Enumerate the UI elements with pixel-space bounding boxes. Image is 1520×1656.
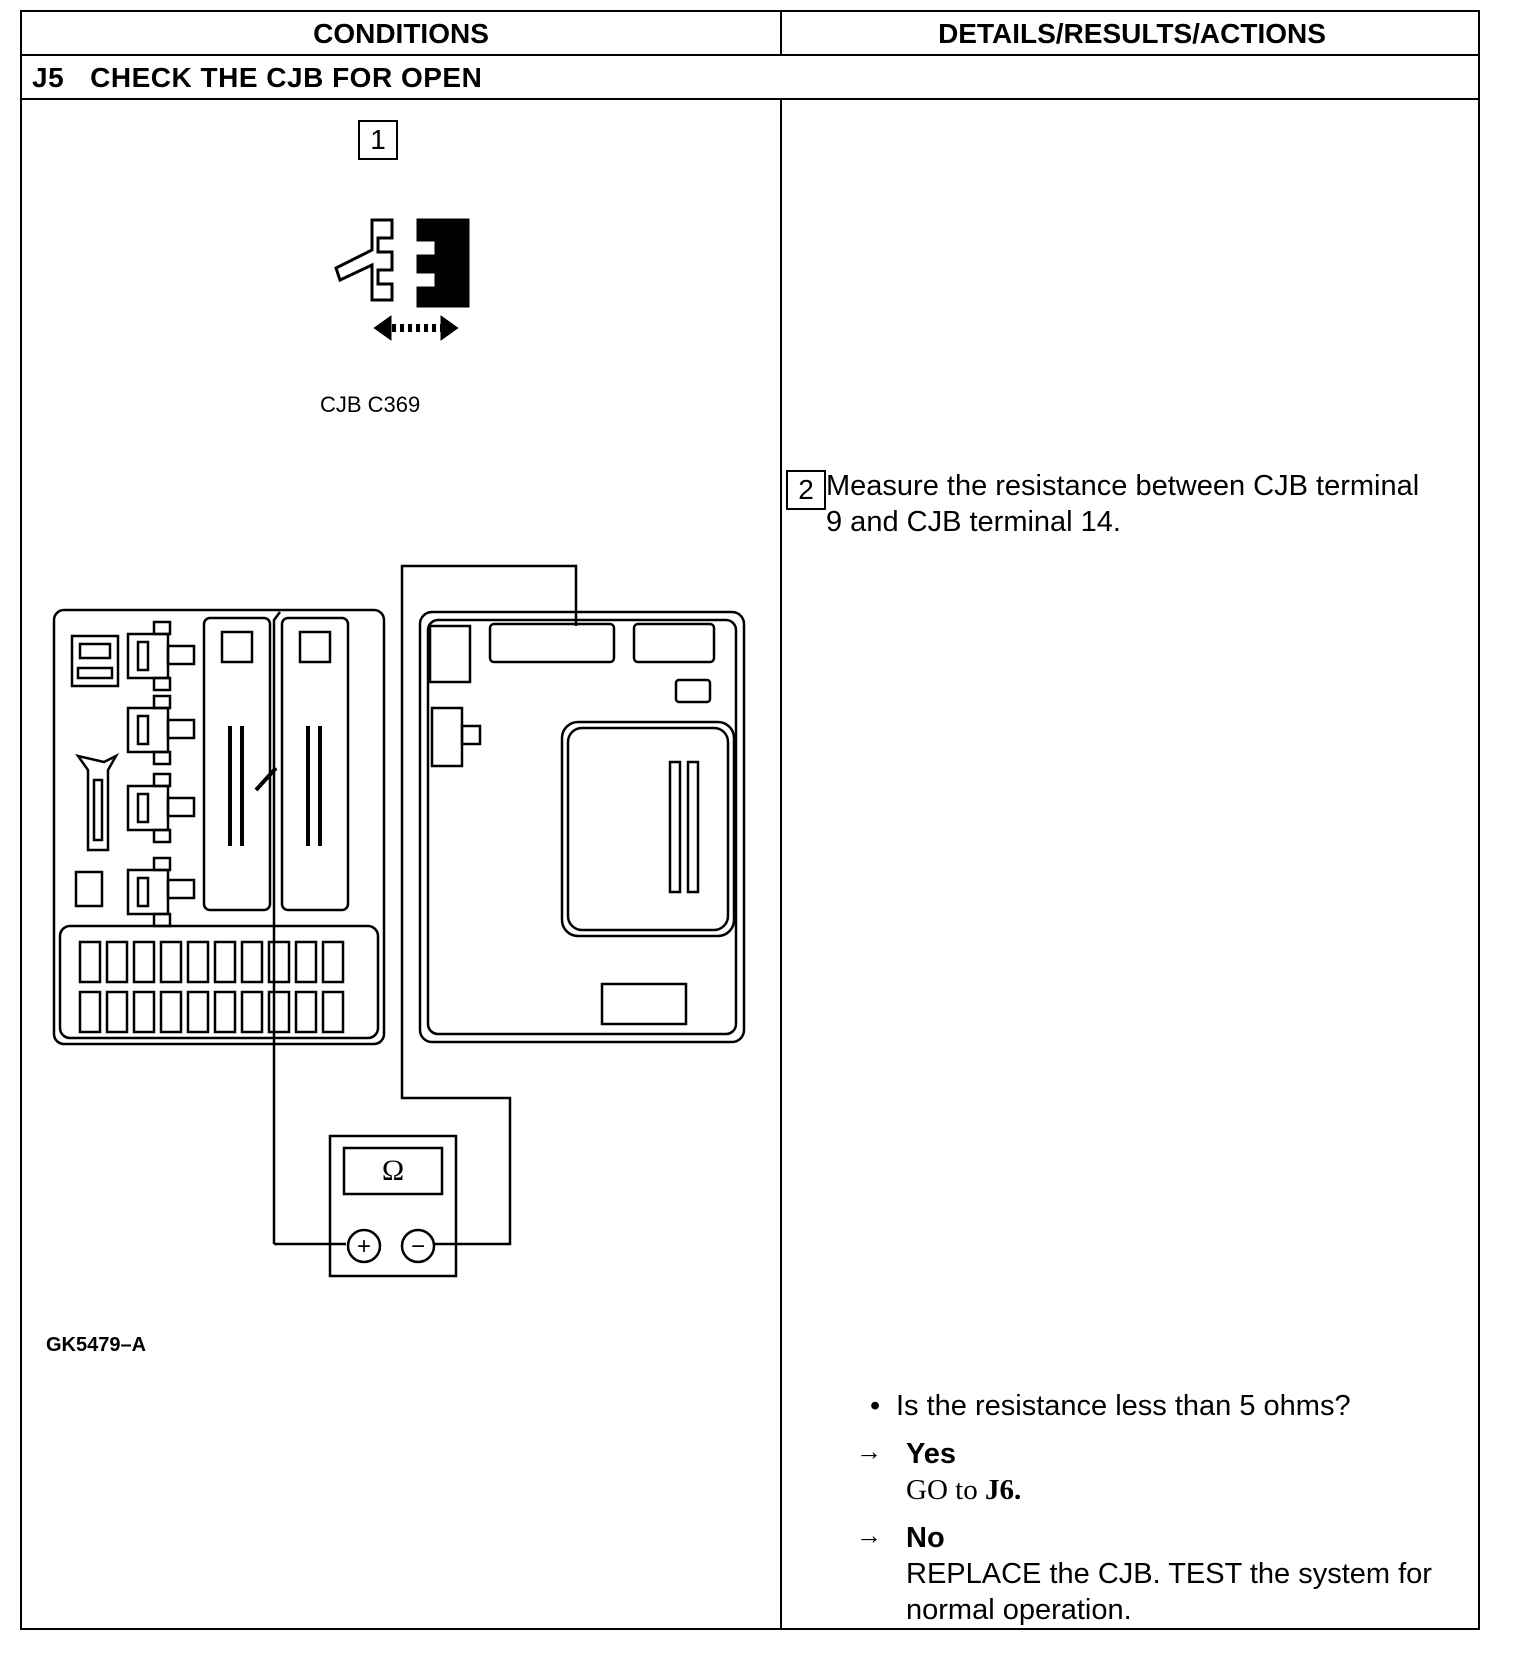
connector-disconnect-icon: [334, 218, 470, 341]
step-2-box: 2: [786, 470, 826, 510]
answer-no-label: No: [906, 1522, 945, 1554]
connector-label: CJB C369: [320, 392, 421, 417]
step-2-text: Measure the resistance between CJB termi…: [826, 470, 1420, 538]
section-code: J5: [32, 62, 65, 93]
section-title: J5 CHECK THE CJB FOR OPEN: [32, 62, 482, 94]
right-arrow-icon: →: [856, 1436, 882, 1466]
question-block: • Is the resistance less than 5 ohms? → …: [856, 1388, 1456, 1628]
procedure-table: CONDITIONS DETAILS/RESULTS/ACTIONS J5 CHE…: [20, 10, 1480, 1630]
question: • Is the resistance less than 5 ohms?: [856, 1388, 1456, 1424]
answer-yes-action: GO to J6.: [906, 1472, 1456, 1508]
figure-id: GK5479–A: [46, 1334, 147, 1356]
cjb-fuse-panel: [52, 608, 386, 1046]
conditions-header: CONDITIONS: [313, 18, 489, 49]
ohmmeter: [254, 564, 578, 1278]
header-column-divider: [780, 12, 782, 54]
answer-yes-label: Yes: [906, 1438, 956, 1470]
answer-yes: → Yes GO to J6.: [856, 1436, 1456, 1508]
details-header: DETAILS/RESULTS/ACTIONS: [938, 18, 1326, 49]
plus-icon: +: [357, 1233, 371, 1260]
answer-no-action: REPLACE the CJB. TEST the system for nor…: [906, 1558, 1432, 1626]
header-divider: [22, 54, 1478, 56]
ohm-symbol: Ω: [382, 1154, 404, 1187]
question-text: Is the resistance less than 5 ohms?: [896, 1390, 1351, 1422]
cjb-module: [418, 610, 746, 1044]
fuse-row-bottom: [78, 990, 345, 1034]
relay: [126, 620, 196, 692]
yes-action-prefix: GO to: [906, 1474, 985, 1506]
section-divider: [22, 98, 1478, 100]
step-1-box: 1: [358, 120, 398, 160]
right-arrow-icon: →: [856, 1520, 882, 1550]
answer-no: → No REPLACE the CJB. TEST the system fo…: [856, 1520, 1456, 1628]
minus-icon: −: [411, 1233, 425, 1260]
section-name: CHECK THE CJB FOR OPEN: [90, 62, 483, 93]
yes-action-target: J6.: [984, 1474, 1022, 1506]
body-column-divider: [780, 98, 782, 1628]
bullet: •: [870, 1390, 881, 1422]
fuse-row-top: [78, 940, 345, 984]
